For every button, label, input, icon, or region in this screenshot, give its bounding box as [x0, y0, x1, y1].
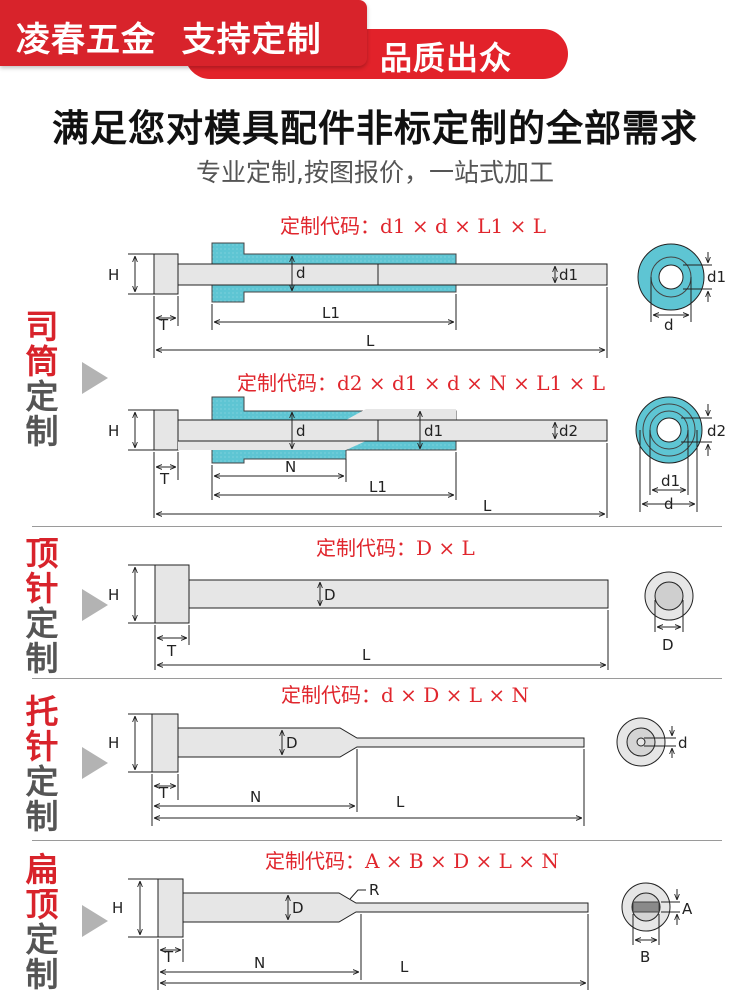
sleeve-end-view-1	[637, 243, 712, 322]
stepped-pin-code: 定制代码：d × D × L × N	[281, 683, 530, 707]
svg-text:d: d	[296, 264, 306, 282]
svg-text:d2: d2	[559, 422, 578, 440]
ejector-pin-drawing	[128, 564, 694, 670]
section-label-flat-ejector: 扁 顶 定 制	[25, 850, 59, 994]
svg-text:N: N	[254, 954, 265, 972]
svg-text:d: d	[664, 316, 674, 334]
section-divider	[32, 678, 722, 679]
svg-text:N: N	[285, 458, 296, 476]
section-label-sleeve: 司 筒 定 制	[25, 307, 59, 451]
flat-ejector-drawing	[128, 878, 680, 990]
svg-text:D: D	[662, 636, 674, 654]
svg-text:H: H	[108, 266, 119, 284]
svg-text:H: H	[108, 734, 119, 752]
brand-badge-text: 凌春五金 支持定制	[16, 12, 322, 61]
svg-text:T: T	[158, 316, 169, 334]
sleeve-code-2: 定制代码：d2 × d1 × d × N × L1 × L	[237, 371, 606, 395]
svg-text:A: A	[682, 900, 693, 918]
section-label-ejector-pin: 顶 针 定 制	[25, 534, 59, 678]
sleeve-code-1: 定制代码：d1 × d × L1 × L	[280, 214, 547, 238]
svg-text:T: T	[166, 642, 177, 660]
sleeve-drawing-2	[128, 396, 608, 518]
page-subheadline: 专业定制,按图报价，一站式加工	[196, 158, 554, 187]
play-arrow-icon	[82, 905, 108, 937]
svg-text:d1: d1	[707, 268, 726, 286]
svg-text:L1: L1	[369, 478, 387, 496]
brand-name: 凌春五金	[16, 20, 156, 60]
slogan-banner-text: 品质出众	[380, 39, 513, 77]
play-arrow-icon	[82, 747, 108, 779]
svg-text:L: L	[483, 497, 492, 515]
svg-text:H: H	[108, 422, 119, 440]
svg-text:T: T	[158, 784, 169, 802]
svg-text:T: T	[163, 948, 174, 966]
svg-text:L: L	[396, 793, 405, 811]
sleeve-drawing-1	[128, 242, 608, 358]
svg-text:L: L	[362, 646, 371, 664]
svg-text:B: B	[640, 948, 650, 966]
ejector-pin-code: 定制代码：D × L	[316, 536, 475, 560]
page-headline: 满足您对模具配件非标定制的全部需求	[52, 107, 698, 150]
svg-text:d: d	[678, 734, 688, 752]
play-arrow-icon	[82, 589, 108, 621]
brand-badge: 凌春五金 支持定制	[0, 0, 367, 66]
brand-slogan: 支持定制	[181, 20, 322, 60]
sleeve-end-view-2	[635, 396, 712, 512]
svg-text:L: L	[366, 332, 375, 350]
svg-text:d1: d1	[424, 422, 443, 440]
section-label-stepped-pin: 托 针 定 制	[25, 692, 59, 836]
section-divider	[32, 526, 722, 527]
svg-text:H: H	[112, 899, 123, 917]
svg-text:D: D	[286, 734, 298, 752]
svg-text:d2: d2	[707, 422, 726, 440]
play-arrow-icon	[82, 362, 108, 394]
svg-text:H: H	[108, 586, 119, 604]
svg-text:N: N	[250, 788, 261, 806]
section-divider	[32, 840, 722, 841]
svg-text:d: d	[664, 495, 674, 513]
flat-ejector-code: 定制代码：A × B × D × L × N	[265, 849, 559, 873]
svg-text:d1: d1	[559, 266, 578, 284]
dimension-labels: H T d d1 L1 L d d1 H T d d1 d2 N L1 L d1…	[108, 264, 726, 976]
svg-text:L1: L1	[322, 304, 340, 322]
svg-text:d1: d1	[661, 472, 680, 490]
svg-text:D: D	[324, 586, 336, 604]
svg-text:D: D	[292, 899, 304, 917]
svg-text:L: L	[400, 958, 409, 976]
svg-text:T: T	[159, 470, 170, 488]
stepped-pin-drawing	[128, 713, 676, 826]
svg-text:d: d	[296, 422, 306, 440]
svg-text:R: R	[369, 881, 379, 899]
